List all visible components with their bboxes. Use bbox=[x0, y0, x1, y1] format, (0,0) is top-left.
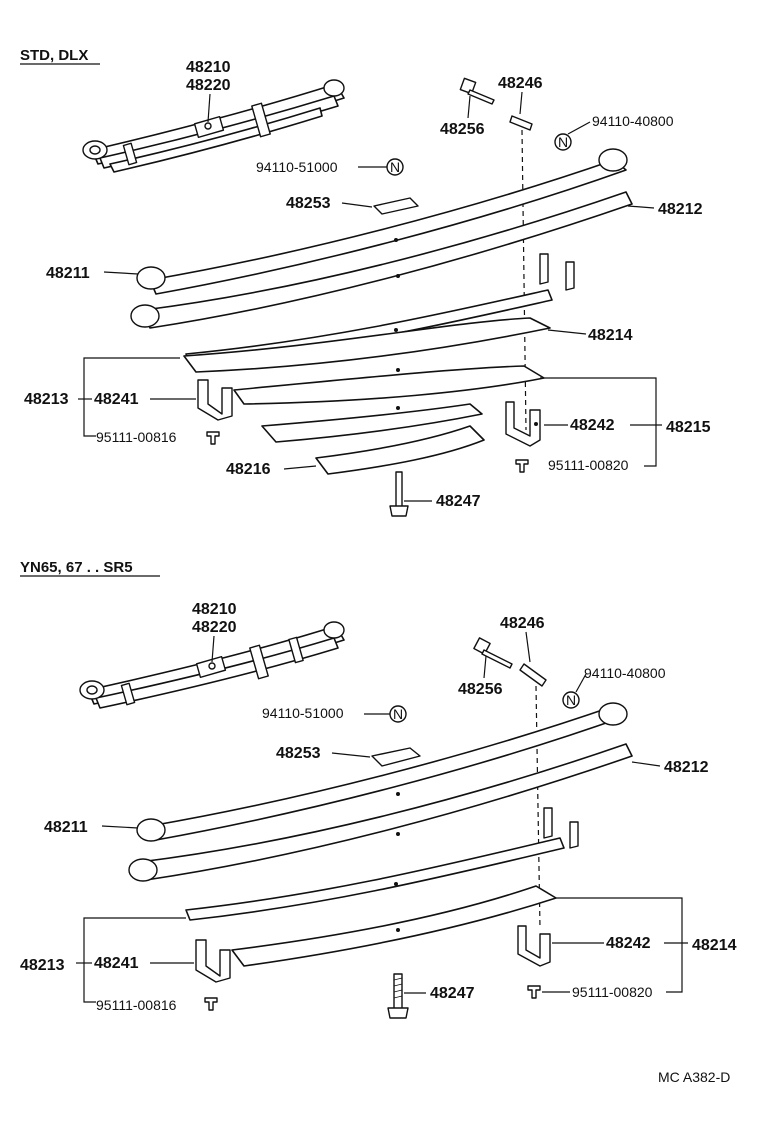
nut-icon: N bbox=[562, 691, 580, 709]
label-94110-51000: 94110-51000 bbox=[256, 159, 338, 175]
pin-48246 bbox=[519, 663, 547, 687]
label-48247: 48247 bbox=[436, 493, 481, 510]
main-leaf-48211 bbox=[136, 148, 628, 295]
label-95111-00820: 95111-00820 bbox=[548, 457, 629, 473]
label-48216: 48216 bbox=[226, 461, 271, 478]
section-std-dlx: STD, DLX 48210 48220 48256 48246 bbox=[20, 47, 711, 517]
second-leaf-48212 bbox=[130, 191, 633, 329]
bracket-48215 bbox=[540, 377, 657, 467]
label-48211: 48211 bbox=[46, 265, 90, 282]
svg-text:N: N bbox=[558, 134, 568, 150]
label-48242: 48242 bbox=[606, 935, 651, 952]
nut-icon: N bbox=[554, 133, 572, 151]
rivet-icon bbox=[515, 459, 529, 473]
spacer-plate-48253 bbox=[371, 747, 421, 767]
leaf-3-48213 bbox=[185, 807, 579, 921]
section-yn65-67-sr5: YN65, 67 . . SR5 48210 48220 48256 48246 bbox=[20, 559, 737, 1019]
label-48256: 48256 bbox=[458, 681, 503, 698]
nut-icon: N bbox=[386, 158, 404, 176]
main-leaf-48211 bbox=[136, 702, 628, 842]
label-48256: 48256 bbox=[440, 121, 485, 138]
bolt-48247 bbox=[389, 471, 409, 517]
label-48242: 48242 bbox=[570, 417, 615, 434]
label-48246: 48246 bbox=[500, 615, 545, 632]
label-48212: 48212 bbox=[664, 759, 709, 776]
leaf-48214 bbox=[183, 317, 551, 373]
spacer-plate-48253 bbox=[373, 197, 419, 215]
svg-text:N: N bbox=[566, 692, 576, 708]
second-leaf-48212 bbox=[128, 743, 633, 882]
label-48210: 48210 bbox=[192, 601, 237, 618]
label-48253: 48253 bbox=[286, 195, 331, 212]
leaf-48216 bbox=[315, 425, 485, 475]
bracket-48213 bbox=[83, 917, 186, 1003]
spring-assembly-thumbnail bbox=[82, 79, 345, 173]
label-94110-51000: 94110-51000 bbox=[262, 705, 344, 721]
rivet-icon bbox=[204, 997, 218, 1011]
label-48241: 48241 bbox=[94, 955, 139, 972]
bracket-48213 bbox=[83, 357, 180, 437]
label-48213: 48213 bbox=[20, 957, 65, 974]
label-48247: 48247 bbox=[430, 985, 475, 1002]
label-48214: 48214 bbox=[588, 327, 633, 344]
clip-48242 bbox=[517, 925, 551, 967]
svg-text:N: N bbox=[390, 159, 400, 175]
section-title-yn65-67-sr5: YN65, 67 . . SR5 bbox=[20, 559, 133, 576]
section-title-std-dlx: STD, DLX bbox=[20, 47, 88, 64]
label-48212: 48212 bbox=[658, 201, 703, 218]
center-axis-line bbox=[521, 129, 527, 431]
label-48220: 48220 bbox=[186, 77, 231, 94]
svg-text:N: N bbox=[393, 706, 403, 722]
label-48214: 48214 bbox=[692, 937, 737, 954]
label-48246: 48246 bbox=[498, 75, 543, 92]
label-48211: 48211 bbox=[44, 819, 88, 836]
label-94110-40800: 94110-40800 bbox=[584, 665, 666, 681]
spring-assembly-thumbnail bbox=[79, 621, 345, 709]
leaf-48215 bbox=[233, 365, 545, 405]
leaf-5 bbox=[261, 403, 483, 443]
label-48220: 48220 bbox=[192, 619, 237, 636]
rivet-icon bbox=[527, 985, 541, 999]
label-48210: 48210 bbox=[186, 59, 231, 76]
rivet-icon bbox=[206, 431, 220, 445]
label-95111-00816: 95111-00816 bbox=[96, 997, 177, 1013]
nut-icon: N bbox=[389, 705, 407, 723]
clip-48241 bbox=[197, 379, 233, 421]
center-bolt-48256 bbox=[473, 637, 513, 669]
clip-48242 bbox=[505, 401, 541, 447]
label-95111-00820: 95111-00820 bbox=[572, 984, 653, 1000]
label-48213: 48213 bbox=[24, 391, 69, 408]
label-48253: 48253 bbox=[276, 745, 321, 762]
label-94110-40800: 94110-40800 bbox=[592, 113, 674, 129]
label-95111-00816: 95111-00816 bbox=[96, 429, 177, 445]
bracket-48214 bbox=[556, 897, 683, 993]
bolt-48247 bbox=[387, 973, 409, 1019]
label-48215: 48215 bbox=[666, 419, 711, 436]
label-48241: 48241 bbox=[94, 391, 139, 408]
center-bolt-48256 bbox=[459, 77, 495, 105]
figure-code: MC A382-D bbox=[658, 1069, 730, 1085]
pin-48246 bbox=[509, 115, 533, 131]
clip-48241 bbox=[195, 939, 231, 983]
